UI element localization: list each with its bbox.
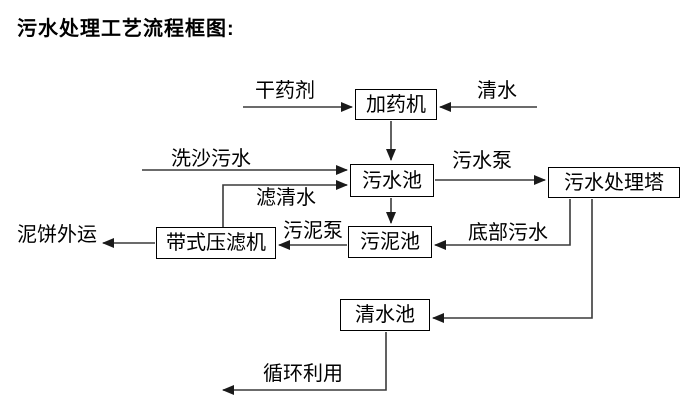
arrow-filtered-water-to-sewage-pool bbox=[222, 180, 348, 227]
node-sludge-pool: 污泥池 bbox=[348, 226, 432, 258]
node-treatment-tower: 污水处理塔 bbox=[548, 167, 680, 198]
node-sludge-pool-label: 污泥池 bbox=[360, 231, 420, 253]
node-clean-water-pool: 清水池 bbox=[340, 299, 430, 331]
edge-label-filtered-water: 滤清水 bbox=[256, 187, 316, 209]
node-sewage-pool-label: 污水池 bbox=[362, 169, 422, 192]
node-belt-filter-press-label: 带式压滤机 bbox=[166, 232, 266, 254]
node-treatment-tower-label: 污水处理塔 bbox=[564, 171, 664, 194]
edge-label-dry-agent: 干药剂 bbox=[255, 80, 315, 102]
edge-label-bottom-sewage: 底部污水 bbox=[468, 222, 548, 244]
node-belt-filter-press: 带式压滤机 bbox=[156, 227, 276, 259]
node-sewage-pool: 污水池 bbox=[350, 164, 434, 197]
node-dosing-machine-label: 加药机 bbox=[366, 93, 426, 116]
arrow-tower-to-clean-pool bbox=[432, 199, 593, 323]
edge-label-mud-cake-out: 泥饼外运 bbox=[17, 224, 97, 246]
node-clean-water-pool-label: 清水池 bbox=[355, 304, 415, 326]
edge-label-sand-wash-sewage: 洗沙污水 bbox=[171, 148, 251, 170]
page-title: 污水处理工艺流程框图: bbox=[17, 18, 235, 40]
edge-label-clean-water: 清水 bbox=[477, 80, 517, 102]
node-dosing-machine: 加药机 bbox=[355, 89, 437, 120]
edge-label-recycle-use: 循环利用 bbox=[263, 363, 343, 385]
edge-label-sludge-pump: 污泥泵 bbox=[283, 220, 343, 242]
edge-label-sewage-pump: 污水泵 bbox=[452, 150, 512, 172]
arrow-bottom-sewage-to-sludge-pool bbox=[434, 199, 571, 250]
arrow-clean-pool-recycle bbox=[222, 332, 387, 395]
